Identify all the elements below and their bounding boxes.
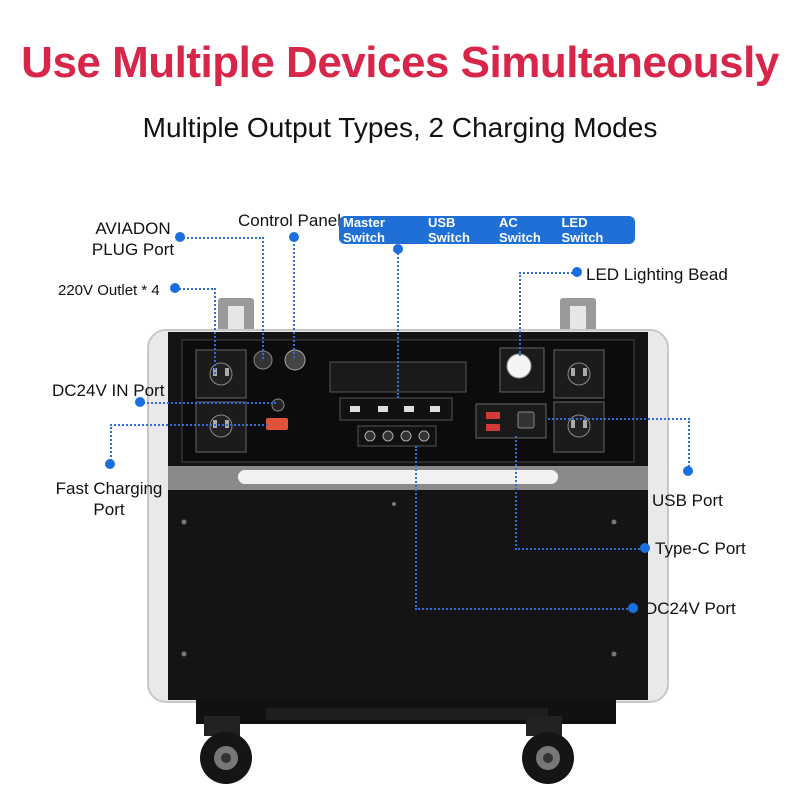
- dot-fast-charging: [105, 459, 115, 469]
- switch-strip: [339, 397, 453, 421]
- dc-port-strip: [357, 425, 437, 447]
- switch-label-master: Master Switch: [343, 215, 385, 245]
- callout-type-c: Type-C Port: [655, 539, 746, 558]
- leader-dc24v-in: [140, 402, 276, 405]
- fast-charge-port: [266, 418, 288, 430]
- leader-aviadon: [180, 237, 264, 359]
- page-title: Use Multiple Devices Simultaneously: [21, 38, 779, 87]
- leader-switches: [397, 246, 400, 398]
- leader-usb: [548, 418, 690, 470]
- outlet-right-bottom: [553, 401, 605, 453]
- callout-dc24v-port: DC24V Port: [645, 599, 736, 618]
- wheel-right: [522, 716, 574, 784]
- leader-dc24v: [415, 446, 635, 610]
- callout-fast-charging: Fast Charging Port: [48, 478, 170, 520]
- leader-fast-charging: [110, 424, 268, 464]
- callout-control-panel: Control Panel: [238, 211, 342, 230]
- control-knob: [284, 349, 306, 371]
- dot-dc24v-in: [135, 397, 145, 407]
- leader-led-bead: [519, 272, 577, 356]
- switch-label-ac: AC Switch: [498, 215, 541, 245]
- leader-type-c: [515, 436, 647, 550]
- wheel-left: [200, 716, 252, 784]
- callout-aviadon-line2: PLUG Port: [91, 240, 175, 259]
- dot-led-bead: [572, 267, 582, 277]
- switch-legend-bar: Master Switch USB Switch AC Switch LED S…: [339, 215, 635, 245]
- callout-fast-charging-line2: Port: [93, 500, 125, 519]
- switch-label-usb: USB Switch: [428, 215, 470, 245]
- switch-label-led: LED Switch: [561, 215, 604, 245]
- outlet-right-top: [553, 349, 605, 399]
- usb-block: [475, 403, 547, 439]
- callout-usb-port: USB Port: [652, 491, 723, 510]
- dot-type-c: [640, 543, 650, 553]
- dot-dc24v: [628, 603, 638, 613]
- dot-usb: [683, 466, 693, 476]
- dot-aviadon: [175, 232, 185, 242]
- leader-control-panel: [293, 236, 296, 358]
- dot-switches: [393, 244, 403, 254]
- dot-220v: [170, 283, 180, 293]
- page-subtitle: Multiple Output Types, 2 Charging Modes: [142, 112, 658, 143]
- led-bulb: [506, 353, 532, 379]
- leader-220v: [176, 288, 216, 374]
- light-strip: [238, 470, 558, 484]
- dc-in-jack: [271, 398, 285, 412]
- callout-dc24v-in: DC24V IN Port: [52, 381, 165, 400]
- dot-control-panel: [289, 232, 299, 242]
- callout-fast-charging-line1: Fast Charging: [55, 479, 163, 498]
- callout-led-bead: LED Lighting Bead: [586, 265, 728, 284]
- callout-220v-outlet: 220V Outlet * 4: [58, 282, 160, 299]
- callout-aviadon-line1: AVIADON: [95, 219, 171, 238]
- callout-aviadon: AVIADON PLUG Port: [86, 218, 180, 260]
